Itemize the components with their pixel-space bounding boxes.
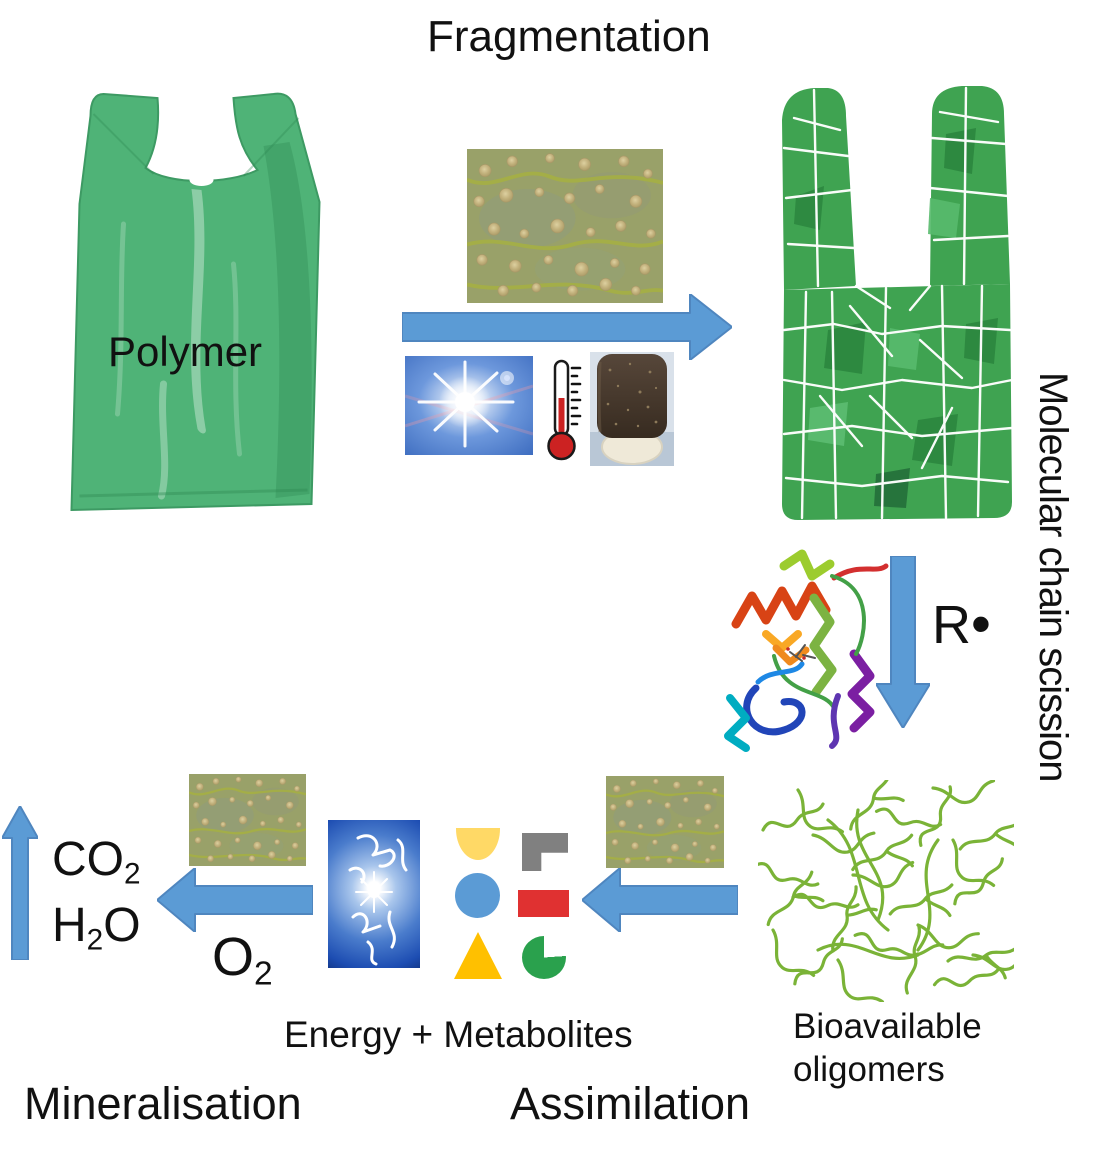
metabolite-triangle-icon — [454, 932, 502, 979]
metabolite-pie-icon — [522, 936, 566, 979]
co2-label: CO2 — [52, 833, 141, 891]
metabolite-halfdisc-icon — [456, 828, 500, 860]
h2o-label: H2O — [52, 899, 141, 957]
metabolite-lshape-icon — [522, 833, 568, 871]
arrow-left-mineralisation-icon — [157, 868, 313, 932]
stage-label-molecular-chain-scission: Molecular chain scission — [1031, 372, 1075, 782]
stage-label-fragmentation: Fragmentation — [427, 12, 711, 61]
energy-metabolites-label: Energy + Metabolites — [284, 1014, 633, 1055]
bioavailable-line2: oligomers — [793, 1050, 945, 1089]
arrow-left-assimilation-icon — [582, 868, 738, 932]
arrow-down-icon — [876, 556, 930, 728]
thermometer-icon — [547, 359, 582, 461]
fragmented-bag-image — [782, 86, 1014, 520]
microbial-colonies-image-left — [189, 774, 306, 866]
polymer-label: Polymer — [108, 328, 263, 375]
oligomers-image — [758, 780, 1014, 1002]
metabolite-rectangle-icon — [518, 890, 569, 917]
bioavailable-oligomers-label: Bioavailable oligomers — [793, 1005, 982, 1091]
microbial-colonies-image-middle — [606, 776, 724, 868]
sun-icon — [405, 356, 533, 455]
radical-label: R• — [932, 593, 991, 656]
soil-sample-icon — [590, 352, 674, 466]
arrow-up-icon — [2, 806, 38, 960]
polymer-bag-image — [70, 92, 321, 512]
energy-lightning-image — [328, 820, 420, 968]
microbial-colonies-image-top — [467, 149, 663, 303]
stage-label-assimilation: Assimilation — [510, 1078, 751, 1129]
radical-dot: • — [971, 593, 991, 656]
o2-label: O2 — [212, 927, 273, 993]
arrow-right-icon — [402, 294, 732, 360]
stage-label-mineralisation: Mineralisation — [24, 1078, 302, 1129]
enzyme-protein-structure-image — [724, 549, 889, 752]
bioavailable-line1: Bioavailable — [793, 1007, 982, 1046]
metabolite-circle-icon — [455, 873, 500, 918]
